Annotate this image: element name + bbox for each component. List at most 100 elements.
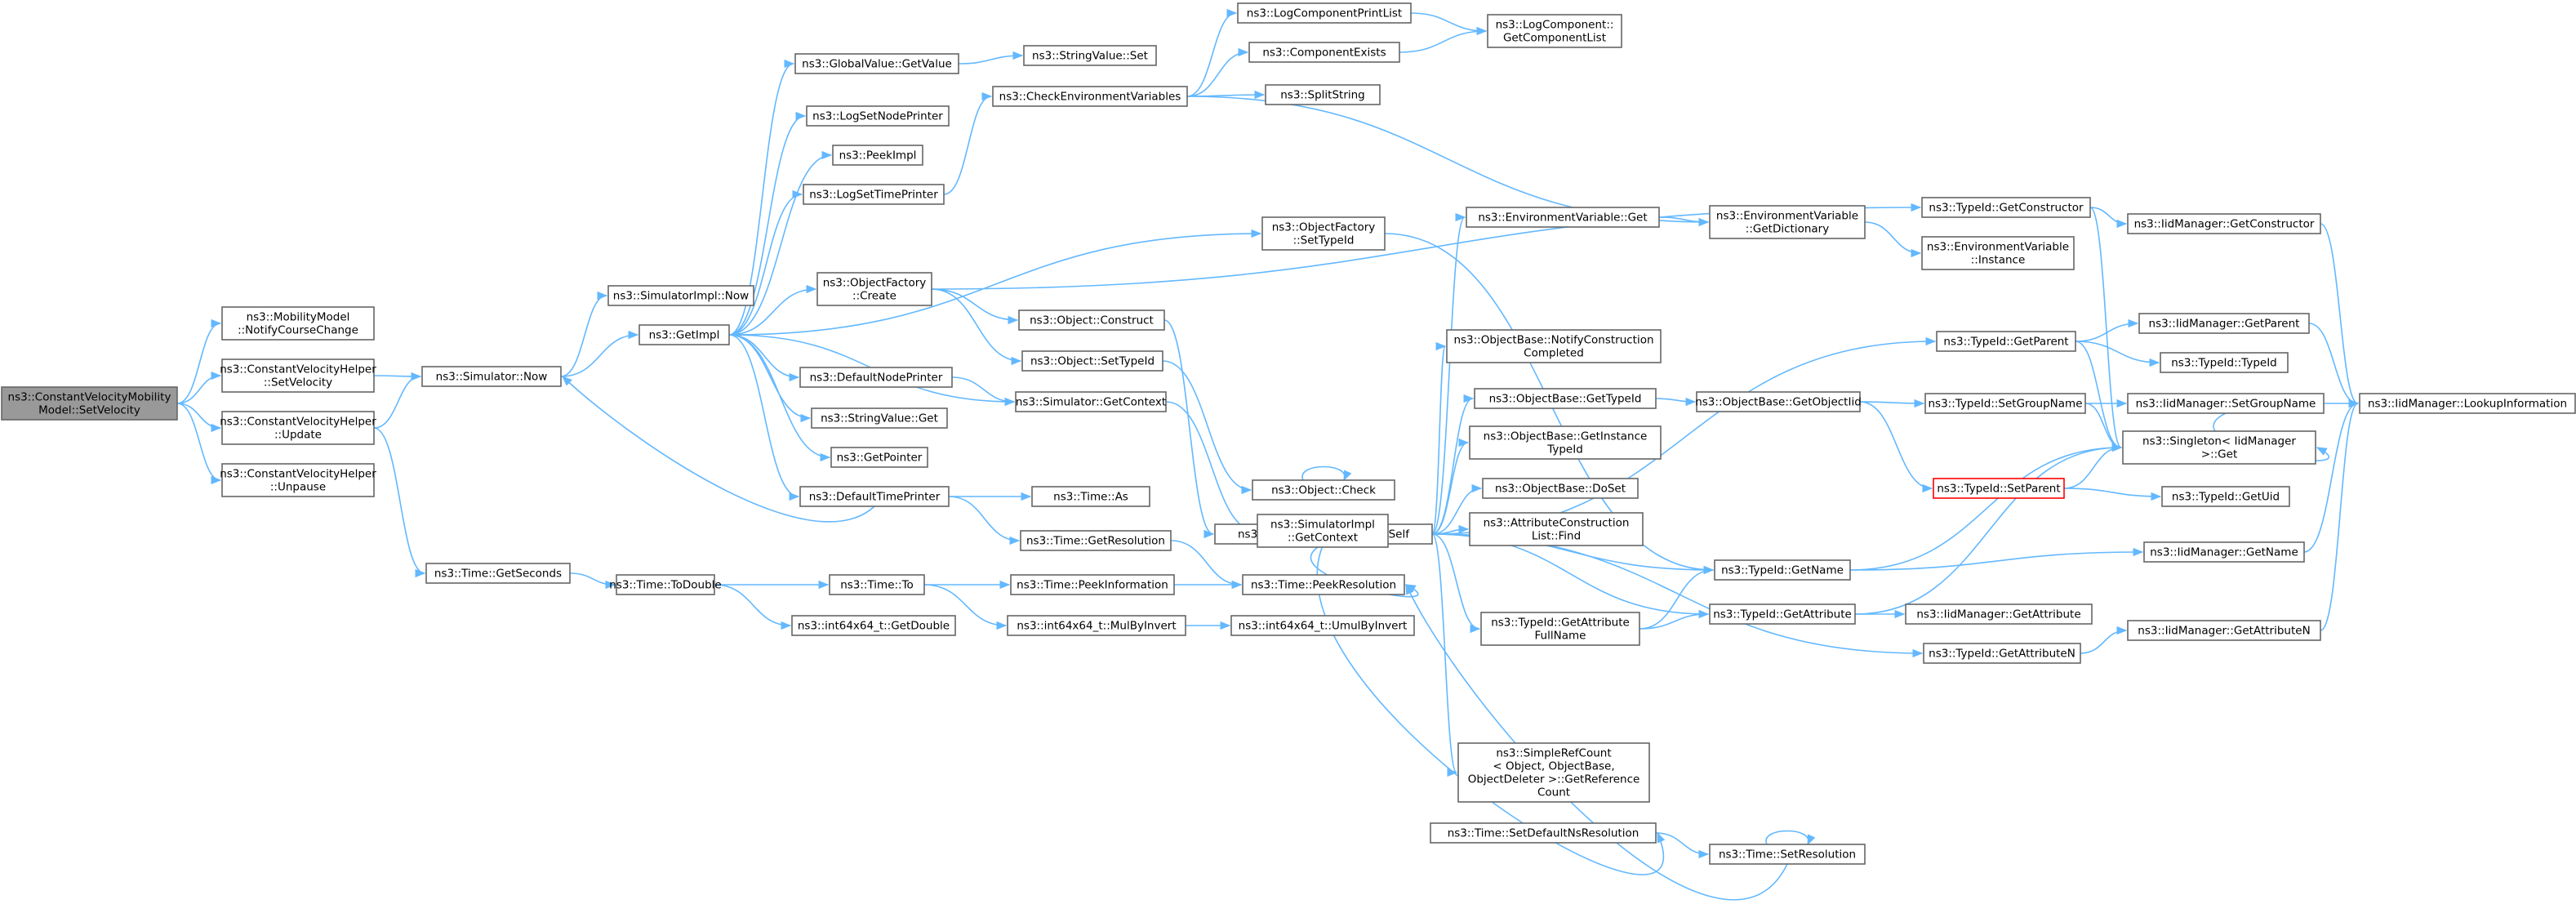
node-n42[interactable]: ns3::ObjectBase::GetTypeId <box>1474 388 1657 409</box>
node-n41[interactable]: ns3::ObjectBase::NotifyConstructionCompl… <box>1446 329 1662 363</box>
node-n16[interactable]: ns3::StringValue::Get <box>811 407 948 429</box>
node-label: ns3::ConstantVelocityMobility <box>8 391 171 404</box>
node-label: List::Find <box>1532 530 1581 543</box>
node-n39[interactable]: ns3::LogComponent::GetComponentList <box>1487 14 1622 48</box>
node-n15[interactable]: ns3::DefaultNodePrinter <box>799 367 953 388</box>
node-n22[interactable]: ns3::CheckEnvironmentVariables <box>992 86 1188 107</box>
node-n38[interactable]: ns3::int64x64_t::UmulByInvert <box>1230 615 1415 636</box>
node-label: Completed <box>1524 347 1584 360</box>
node-n33[interactable]: ns3::ObjectFactory::SetTypeId <box>1261 216 1386 251</box>
node-n24[interactable]: ns3::Object::SetTypeId <box>1021 350 1163 372</box>
node-box <box>1021 350 1163 372</box>
node-n65[interactable]: ns3::Singleton< IidManager>::Get <box>2122 430 2316 465</box>
node-label: ns3::Singleton< IidManager <box>2142 435 2296 448</box>
node-box <box>1031 486 1150 507</box>
node-label: ns3::SimulatorImpl::Now <box>613 290 749 303</box>
node-n29[interactable]: ns3::int64x64_t::MulByInvert <box>1007 615 1186 636</box>
node-n7[interactable]: ns3::GetImpl <box>638 324 730 345</box>
node-n53[interactable]: ns3::TypeId::GetAttribute <box>1709 603 1856 625</box>
node-n12[interactable]: ns3::PeekImpl <box>832 145 923 166</box>
node-label: ns3::Simulator::Now <box>436 371 548 384</box>
node-n30[interactable]: ns3::LogComponentPrintList <box>1237 2 1412 24</box>
node-n52[interactable]: ns3::TypeId::GetName <box>1714 559 1851 581</box>
node-n32[interactable]: ns3::SplitString <box>1265 84 1381 105</box>
node-label: ns3::TypeId::SetParent <box>1937 483 2060 496</box>
node-n35[interactable]: ns3::Object::Check <box>1252 479 1395 501</box>
node-n10[interactable]: ns3::GlobalValue::GetValue <box>794 53 959 74</box>
node-n67[interactable]: ns3::IidManager::GetName <box>2143 541 2305 563</box>
node-n18[interactable]: ns3::DefaultTimePrinter <box>799 486 950 507</box>
node-n36[interactable]: ns3::SimulatorImpl::GetContext <box>1257 514 1389 548</box>
node-n63[interactable]: ns3::TypeId::TypeId <box>2160 352 2289 373</box>
node-box <box>1466 207 1660 228</box>
node-n58[interactable]: ns3::TypeId::SetParent <box>1933 478 2065 499</box>
node-n44[interactable]: ns3::ObjectBase::DoSet <box>1482 478 1639 499</box>
node-n56[interactable]: ns3::TypeId::GetParent <box>1936 331 2076 352</box>
node-n66[interactable]: ns3::TypeId::GetUid <box>2161 486 2290 507</box>
node-n51[interactable]: ns3::ObjectBase::GetObjectIid <box>1695 391 1862 412</box>
node-n21[interactable]: ns3::StringValue::Set <box>1023 45 1157 66</box>
node-n9[interactable]: ns3::Time::ToDouble <box>609 574 722 595</box>
node-box <box>1020 530 1172 551</box>
node-n23[interactable]: ns3::Object::Construct <box>1018 309 1165 331</box>
node-n1[interactable]: ns3::MobilityModel::NotifyCourseChange <box>221 306 375 341</box>
node-n61[interactable]: ns3::IidManager::GetConstructor <box>2127 213 2321 234</box>
node-n27[interactable]: ns3::Time::GetResolution <box>1020 530 1172 551</box>
node-n5[interactable]: ns3::Simulator::Now <box>421 366 562 387</box>
node-n2[interactable]: ns3::ConstantVelocityHelper::SetVelocity <box>220 358 376 393</box>
node-n69[interactable]: ns3::IidManager::LookupInformation <box>2359 393 2576 414</box>
node-label: ::Create <box>852 290 896 303</box>
node-n31[interactable]: ns3::ComponentExists <box>1248 42 1400 63</box>
node-n60[interactable]: ns3::IidManager::GetAttribute <box>1905 603 2093 625</box>
node-n26[interactable]: ns3::Time::As <box>1031 486 1150 507</box>
node-n28[interactable]: ns3::Time::PeekInformation <box>1010 574 1175 595</box>
node-label: ns3::PeekImpl <box>839 149 917 163</box>
node-box <box>1265 84 1381 105</box>
node-label: ::Instance <box>1971 254 2026 267</box>
node-box <box>2127 620 2321 641</box>
node-box <box>832 145 923 166</box>
node-n3[interactable]: ns3::ConstantVelocityHelper::Update <box>220 411 376 445</box>
node-n50[interactable]: ns3::EnvironmentVariable::Instance <box>1921 236 2075 270</box>
node-n64[interactable]: ns3::IidManager::SetGroupName <box>2127 393 2325 414</box>
node-n20[interactable]: ns3::int64x64_t::GetDouble <box>791 615 956 636</box>
node-n68[interactable]: ns3::IidManager::GetAttributeN <box>2127 620 2321 641</box>
node-box <box>816 272 932 306</box>
node-label: ns3::ConstantVelocityHelper <box>220 363 376 376</box>
node-n19[interactable]: ns3::Time::To <box>829 574 925 595</box>
node-n48[interactable]: ns3::Time::SetDefaultNsResolution <box>1430 822 1657 844</box>
node-box <box>1487 14 1622 48</box>
node-n14[interactable]: ns3::ObjectFactory::Create <box>816 272 932 306</box>
node-box <box>1023 45 1157 66</box>
node-n47[interactable]: ns3::SimpleRefCount< Object, ObjectBase,… <box>1457 742 1650 803</box>
node-n49[interactable]: ns3::EnvironmentVariable::GetDictionary <box>1709 205 1866 239</box>
node-n57[interactable]: ns3::TypeId::SetGroupName <box>1924 393 2086 414</box>
node-n55[interactable]: ns3::TypeId::GetConstructor <box>1921 197 2091 218</box>
node-n59[interactable]: ns3::TypeId::GetAttributeN <box>1923 643 2081 664</box>
node-n62[interactable]: ns3::IidManager::GetParent <box>2138 313 2310 334</box>
edge-n30-to-n39 <box>1410 12 1488 36</box>
edge-n13-to-n22 <box>943 91 993 195</box>
node-n6[interactable]: ns3::SimulatorImpl::Now <box>607 285 754 306</box>
node-n54[interactable]: ns3::Time::SetResolution <box>1709 844 1866 865</box>
node-n13[interactable]: ns3::LogSetTimePrinter <box>803 184 945 205</box>
node-n8[interactable]: ns3::Time::GetSeconds <box>425 563 571 584</box>
node-n40[interactable]: ns3::EnvironmentVariable::Get <box>1466 207 1660 228</box>
edge-n51-to-n57 <box>1859 399 1925 408</box>
edge-n7-to-n13 <box>728 189 803 336</box>
edge-n52-to-n65 <box>1849 443 2123 571</box>
node-n25[interactable]: ns3::Simulator::GetContext <box>1015 391 1167 412</box>
node-box <box>1924 393 2086 414</box>
node-n11[interactable]: ns3::LogSetNodePrinter <box>806 105 950 127</box>
node-n17[interactable]: ns3::GetPointer <box>830 447 928 468</box>
node-n4[interactable]: ns3::ConstantVelocityHelper::Unpause <box>220 463 376 497</box>
node-n37[interactable]: ns3::Time::PeekResolution <box>1242 574 1405 595</box>
node-box <box>1230 615 1415 636</box>
node-label: ns3::CheckEnvironmentVariables <box>999 91 1181 104</box>
node-n0[interactable]: ns3::ConstantVelocityMobilityModel::SetV… <box>1 386 178 421</box>
node-label: ns3::AttributeConstruction <box>1484 517 1630 530</box>
node-box <box>421 366 562 387</box>
